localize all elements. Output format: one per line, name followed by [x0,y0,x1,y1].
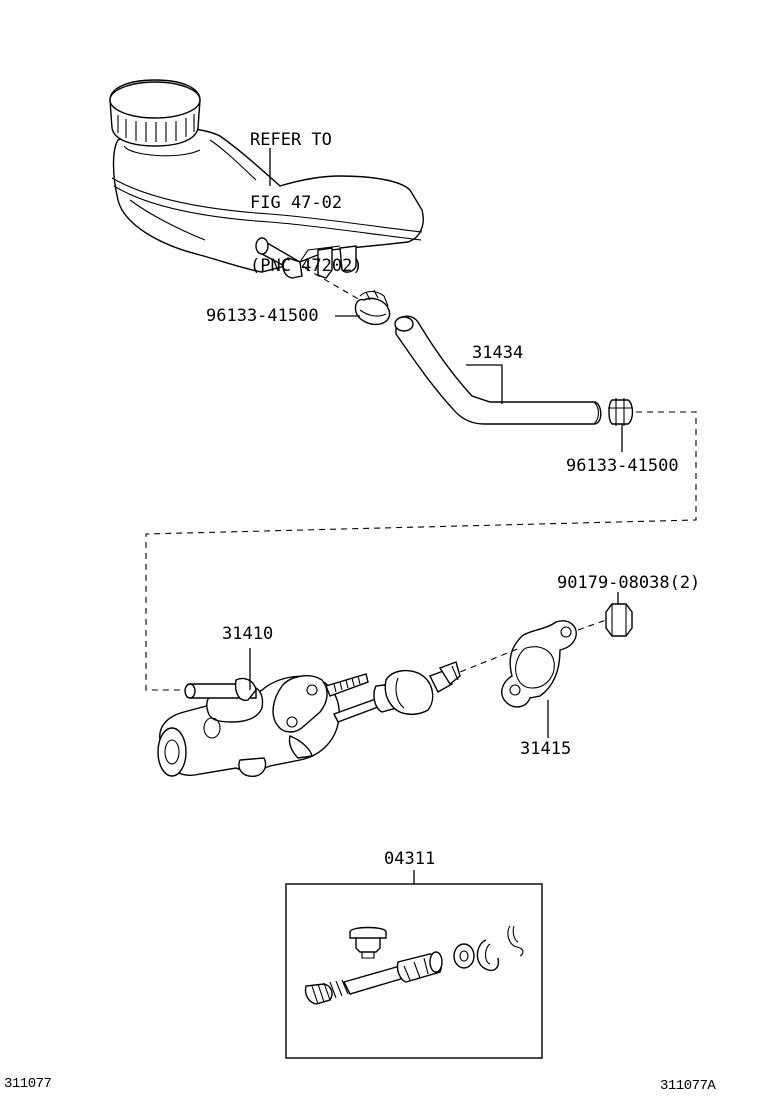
nut-icon [605,603,633,637]
hose-clip-icon [354,289,391,326]
part-number-master-cylinder: 31410 [222,624,274,644]
hose-icon [394,315,602,425]
diagram-code-right: 311077A [660,1078,716,1094]
diagram-code-left: 311077 [4,1076,52,1092]
reservoir-reference-label: REFER TO FIG 47-02 (PNC 47202) [250,88,363,298]
reservoir-icon [109,79,424,279]
master-cylinder-icon [157,661,461,777]
part-number-hose: 31434 [472,343,524,363]
gasket-icon [501,620,577,708]
part-number-gasket: 31415 [520,739,572,759]
part-number-repair-kit: 04311 [384,849,436,869]
part-number-nut: 90179-08038(2) [557,573,701,593]
reservoir-reference-line-3: (PNC 47202) [250,256,363,276]
part-number-clip-lower: 96133-41500 [566,456,679,476]
repair-kit-icon [285,883,543,1059]
hose-clip-icon [608,398,634,426]
reservoir-reference-line-2: FIG 47-02 [250,193,343,213]
part-number-clip-upper: 96133-41500 [206,306,319,326]
reservoir-reference-line-1: REFER TO [250,130,332,150]
